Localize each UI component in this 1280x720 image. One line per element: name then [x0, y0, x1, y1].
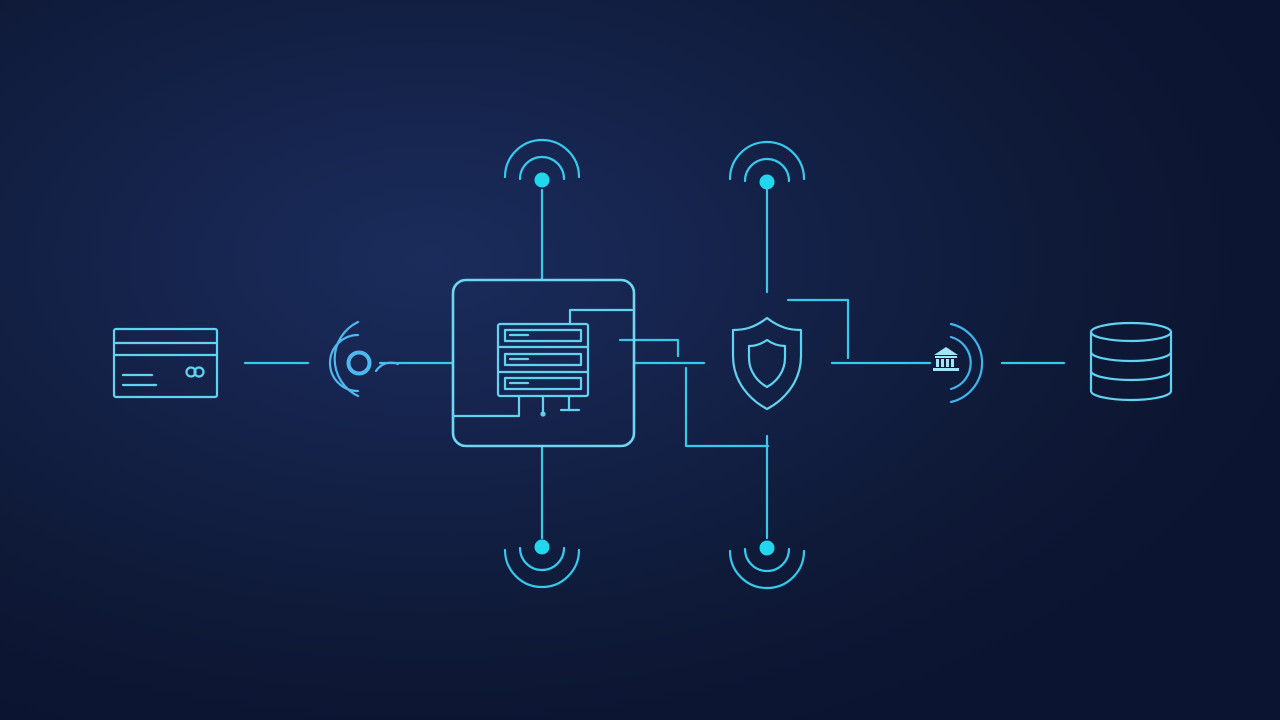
shield-icon [731, 316, 803, 411]
wireless-signal-icon [728, 140, 806, 190]
server-rack-icon [451, 278, 636, 448]
connector-gateway-shield-upper [618, 338, 680, 358]
wireless-signal-icon [728, 540, 806, 590]
database-icon [1089, 321, 1173, 402]
connector-shield-bank-upper [786, 298, 850, 360]
bank-icon [933, 322, 984, 404]
connectors [243, 188, 1066, 540]
credit-card-icon [112, 327, 219, 399]
contactless-reader-icon [328, 320, 400, 398]
wireless-signal-icon [503, 539, 581, 589]
wireless-signal-icon [503, 138, 581, 188]
connector-gateway-shield-lower [684, 366, 770, 448]
